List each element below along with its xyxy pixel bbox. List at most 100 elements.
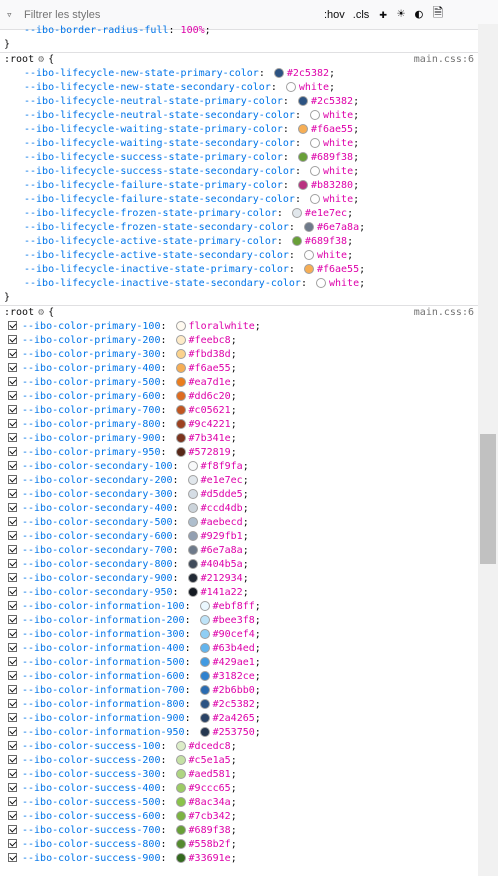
property-value[interactable]: #e1e7ec	[200, 475, 243, 486]
property-value[interactable]: #ccd4db	[200, 503, 243, 514]
declaration-enable-checkbox[interactable]	[8, 685, 17, 694]
property-value[interactable]: #6e7a8a	[316, 222, 360, 233]
property-name[interactable]: --ibo-color-information-100	[22, 601, 185, 612]
property-value[interactable]: #aed581	[188, 769, 231, 780]
property-name[interactable]: --ibo-color-primary-500	[22, 377, 161, 388]
property-value[interactable]: #f6ae55	[188, 363, 231, 374]
property-value[interactable]: #63b4ed	[212, 643, 255, 654]
property-name[interactable]: --ibo-color-success-800	[22, 839, 161, 850]
declaration-enable-checkbox[interactable]	[8, 839, 17, 848]
property-name[interactable]: --ibo-color-secondary-950	[22, 587, 173, 598]
declaration-enable-checkbox[interactable]	[8, 741, 17, 750]
color-swatch-icon[interactable]	[303, 222, 314, 232]
property-value[interactable]: #f6ae55	[310, 124, 354, 135]
property-name[interactable]: --ibo-color-success-700	[22, 825, 161, 836]
property-value[interactable]: white	[322, 166, 354, 177]
color-swatch-icon[interactable]	[297, 96, 308, 106]
property-name[interactable]: --ibo-lifecycle-neutral-state-secondary-…	[24, 110, 295, 121]
property-name[interactable]: --ibo-color-primary-950	[22, 447, 161, 458]
property-name[interactable]: --ibo-color-secondary-100	[22, 461, 173, 472]
property-name[interactable]: --ibo-color-success-200	[22, 755, 161, 766]
color-swatch-icon[interactable]	[291, 236, 302, 246]
declaration-enable-checkbox[interactable]	[8, 783, 17, 792]
color-swatch-icon[interactable]	[199, 657, 210, 667]
declaration-enable-checkbox[interactable]	[8, 419, 17, 428]
property-value[interactable]: #c5e1a5	[188, 755, 231, 766]
light-mode-icon[interactable]: ☀	[397, 7, 405, 22]
gear-icon[interactable]: ⚙	[38, 54, 45, 65]
property-value[interactable]: #3182ce	[212, 671, 255, 682]
property-name[interactable]: --ibo-color-information-500	[22, 657, 185, 668]
color-swatch-icon[interactable]	[187, 587, 198, 597]
color-swatch-icon[interactable]	[199, 713, 210, 723]
color-swatch-icon[interactable]	[175, 447, 186, 457]
color-swatch-icon[interactable]	[199, 601, 210, 611]
declaration-enable-checkbox[interactable]	[8, 755, 17, 764]
property-name[interactable]: --ibo-color-primary-400	[22, 363, 161, 374]
color-swatch-icon[interactable]	[187, 461, 198, 471]
property-name[interactable]: --ibo-color-primary-800	[22, 419, 161, 430]
property-value[interactable]: #7b341e	[188, 433, 231, 444]
property-name[interactable]: --ibo-color-secondary-300	[22, 489, 173, 500]
property-value[interactable]: #6e7a8a	[200, 545, 243, 556]
property-name[interactable]: --ibo-color-secondary-700	[22, 545, 173, 556]
declaration-enable-checkbox[interactable]	[8, 573, 17, 582]
color-swatch-icon[interactable]	[175, 433, 186, 443]
color-swatch-icon[interactable]	[297, 152, 308, 162]
declaration-enable-checkbox[interactable]	[8, 405, 17, 414]
add-rule-icon[interactable]: ✚	[379, 7, 388, 22]
property-name[interactable]: --ibo-color-primary-900	[22, 433, 161, 444]
rule-selector[interactable]: :root	[4, 307, 35, 318]
declaration-enable-checkbox[interactable]	[8, 811, 17, 820]
color-swatch-icon[interactable]	[175, 783, 186, 793]
property-value[interactable]: #2c5382	[212, 699, 255, 710]
declaration-enable-checkbox[interactable]	[8, 587, 17, 596]
property-value[interactable]: white	[316, 250, 348, 261]
color-swatch-icon[interactable]	[175, 853, 186, 863]
property-value[interactable]: white	[322, 110, 354, 121]
color-swatch-icon[interactable]	[175, 769, 186, 779]
color-swatch-icon[interactable]	[175, 797, 186, 807]
color-swatch-icon[interactable]	[303, 250, 314, 260]
color-swatch-icon[interactable]	[199, 699, 210, 709]
property-value[interactable]: #572819	[188, 447, 231, 458]
property-value[interactable]: #dd6c20	[188, 391, 231, 402]
property-name[interactable]: --ibo-color-information-600	[22, 671, 185, 682]
color-swatch-icon[interactable]	[199, 615, 210, 625]
property-value[interactable]: #429ae1	[212, 657, 255, 668]
property-value[interactable]: #c05621	[188, 405, 231, 416]
print-media-icon[interactable]: 🗎	[432, 5, 444, 21]
color-swatch-icon[interactable]	[199, 671, 210, 681]
property-value[interactable]: #dcedc8	[188, 741, 231, 752]
declaration-enable-checkbox[interactable]	[8, 475, 17, 484]
declaration-enable-checkbox[interactable]	[8, 769, 17, 778]
declaration-enable-checkbox[interactable]	[8, 699, 17, 708]
declaration-enable-checkbox[interactable]	[8, 349, 17, 358]
property-name[interactable]: --ibo-lifecycle-inactive-state-primary-c…	[24, 264, 289, 275]
color-swatch-icon[interactable]	[309, 166, 320, 176]
property-name[interactable]: --ibo-color-primary-600	[22, 391, 161, 402]
declaration-enable-checkbox[interactable]	[8, 629, 17, 638]
property-name[interactable]: --ibo-color-information-950	[22, 727, 185, 738]
property-value[interactable]: #404b5a	[200, 559, 243, 570]
property-value[interactable]: #689f38	[188, 825, 231, 836]
property-name[interactable]: --ibo-lifecycle-neutral-state-primary-co…	[24, 96, 283, 107]
declaration-enable-checkbox[interactable]	[8, 727, 17, 736]
color-swatch-icon[interactable]	[175, 419, 186, 429]
declaration-enable-checkbox[interactable]	[8, 335, 17, 344]
declaration-enable-checkbox[interactable]	[8, 825, 17, 834]
property-value[interactable]: #689f38	[304, 236, 348, 247]
property-name[interactable]: --ibo-color-success-900	[22, 853, 161, 864]
color-swatch-icon[interactable]	[187, 559, 198, 569]
vertical-scrollbar[interactable]	[478, 24, 498, 876]
color-swatch-icon[interactable]	[273, 68, 284, 78]
color-swatch-icon[interactable]	[309, 110, 320, 120]
property-name[interactable]: --ibo-color-secondary-600	[22, 531, 173, 542]
color-swatch-icon[interactable]	[187, 517, 198, 527]
color-swatch-icon[interactable]	[175, 811, 186, 821]
property-value[interactable]: #253750	[212, 727, 255, 738]
color-swatch-icon[interactable]	[175, 363, 186, 373]
property-value[interactable]: #9c4221	[188, 419, 231, 430]
property-name[interactable]: --ibo-color-secondary-400	[22, 503, 173, 514]
color-swatch-icon[interactable]	[175, 321, 186, 331]
